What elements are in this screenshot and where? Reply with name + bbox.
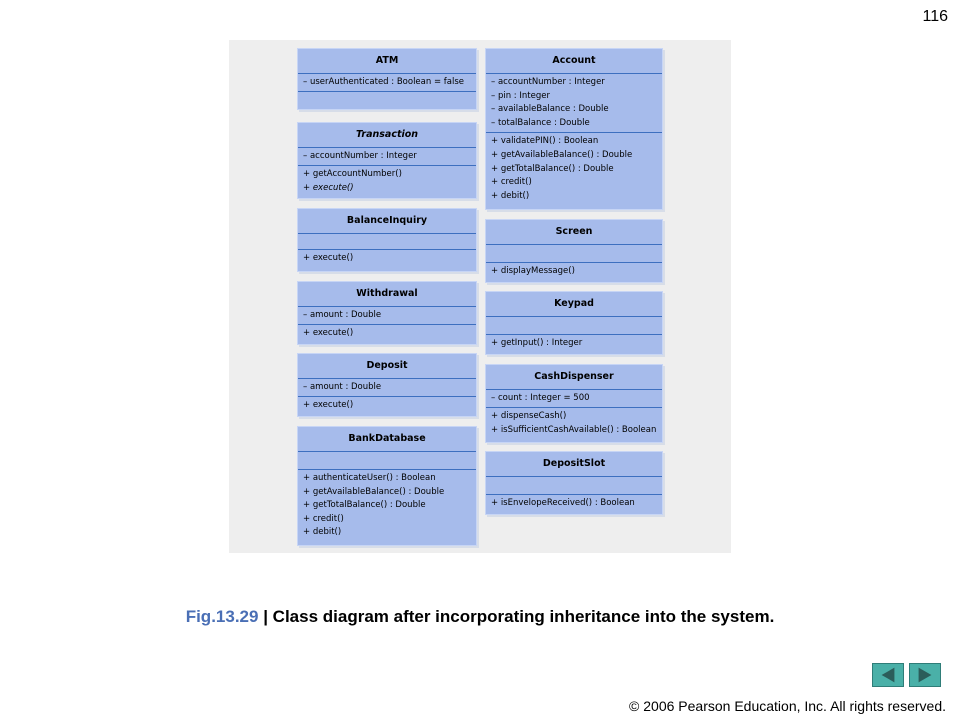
attributes: – userAuthenticated : Boolean = false xyxy=(298,73,476,91)
operations xyxy=(298,91,476,108)
operation: + getTotalBalance() : Double xyxy=(491,163,614,174)
attributes xyxy=(298,233,476,249)
next-slide-button[interactable] xyxy=(909,663,941,687)
operations: + getAccountNumber() + execute() xyxy=(298,165,476,197)
operations: + validatePIN() : Boolean + getAvailable… xyxy=(486,132,662,205)
operation: + dispenseCash() xyxy=(491,411,567,421)
operation: + authenticateUser() : Boolean xyxy=(303,473,436,483)
operation: + execute() xyxy=(303,253,354,263)
operation: + getAccountNumber() xyxy=(303,169,402,179)
class-name: BalanceInquiry xyxy=(346,215,428,226)
operation: + getAvailableBalance() : Double xyxy=(303,486,445,497)
class-name: DepositSlot xyxy=(542,458,606,469)
class-cash-dispenser: CashDispenser – count : Integer = 500 + … xyxy=(485,364,663,443)
operations: + getInput() : Integer xyxy=(486,334,662,353)
class-name: BankDatabase xyxy=(348,433,426,444)
operations: + dispenseCash() + isSufficientCashAvail… xyxy=(486,407,662,439)
class-bank-database: BankDatabase + authenticateUser() : Bool… xyxy=(297,426,477,546)
operation: + debit() xyxy=(303,527,342,538)
attributes xyxy=(298,451,476,469)
operation: + execute() xyxy=(303,400,354,410)
caption-separator: | xyxy=(258,607,273,626)
class-name: Keypad xyxy=(554,298,594,309)
operation: + credit() xyxy=(303,513,344,524)
operations: + execute() xyxy=(298,396,476,415)
operation: + debit() xyxy=(491,190,530,201)
attribute: – userAuthenticated : Boolean = false xyxy=(303,77,464,87)
attribute: – amount : Double xyxy=(303,310,382,320)
operations: + authenticateUser() : Boolean + getAvai… xyxy=(298,469,476,542)
copyright-footer: © 2006 Pearson Education, Inc. All right… xyxy=(629,698,946,714)
left-triangle-icon xyxy=(881,667,895,683)
attributes xyxy=(486,476,662,494)
class-deposit-slot: DepositSlot + isEnvelopeReceived() : Boo… xyxy=(485,451,663,515)
attributes: – accountNumber : Integer xyxy=(298,147,476,165)
operation: + getInput() : Integer xyxy=(491,338,583,348)
operations: + execute() xyxy=(298,249,476,268)
operation: + execute() xyxy=(303,182,354,193)
class-keypad: Keypad + getInput() : Integer xyxy=(485,291,663,355)
class-withdrawal: Withdrawal – amount : Double + execute() xyxy=(297,281,477,345)
right-triangle-icon xyxy=(918,667,932,683)
operation: + isEnvelopeReceived() : Boolean xyxy=(491,498,635,508)
attribute: – count : Integer = 500 xyxy=(491,393,590,403)
class-atm: ATM – userAuthenticated : Boolean = fals… xyxy=(297,48,477,110)
class-deposit: Deposit – amount : Double + execute() xyxy=(297,353,477,417)
operation: + isSufficientCashAvailable() : Boolean xyxy=(491,424,657,435)
attributes xyxy=(486,244,662,262)
attribute: – availableBalance : Double xyxy=(491,104,609,115)
attributes xyxy=(486,316,662,334)
attribute: – accountNumber : Integer xyxy=(303,151,417,161)
operation: + credit() xyxy=(491,177,532,188)
class-name: Screen xyxy=(555,226,593,237)
class-name: CashDispenser xyxy=(534,371,614,382)
copyright-text: 2006 Pearson Education, Inc. All rights … xyxy=(639,698,946,714)
class-name: Transaction xyxy=(355,129,419,140)
operations: + displayMessage() xyxy=(486,262,662,281)
attributes: – accountNumber : Integer – pin : Intege… xyxy=(486,73,662,132)
class-screen: Screen + displayMessage() xyxy=(485,219,663,283)
class-diagram: ATM – userAuthenticated : Boolean = fals… xyxy=(229,40,731,553)
operations: + execute() xyxy=(298,324,476,343)
class-name: Account xyxy=(552,55,596,66)
caption-text: Class diagram after incorporating inheri… xyxy=(272,607,775,626)
attributes: – amount : Double xyxy=(298,378,476,396)
operation: + execute() xyxy=(303,328,354,338)
attribute: – pin : Integer xyxy=(491,90,550,101)
figure-caption: Fig.13.29 | Class diagram after incorpor… xyxy=(0,607,960,627)
attributes: – amount : Double xyxy=(298,306,476,324)
attributes: – count : Integer = 500 xyxy=(486,389,662,407)
class-balance-inquiry: BalanceInquiry + execute() xyxy=(297,208,477,272)
class-name: Deposit xyxy=(366,360,408,371)
figure-label: Fig.13.29 xyxy=(185,607,259,626)
previous-slide-button[interactable] xyxy=(872,663,904,687)
class-account: Account – accountNumber : Integer – pin … xyxy=(485,48,663,210)
operation: + validatePIN() : Boolean xyxy=(491,136,599,147)
attribute: – accountNumber : Integer xyxy=(491,77,605,87)
operation: + getTotalBalance() : Double xyxy=(303,500,426,511)
copyright-symbol: © xyxy=(629,698,640,714)
operations: + isEnvelopeReceived() : Boolean xyxy=(486,494,662,513)
attribute: – totalBalance : Double xyxy=(491,117,590,128)
class-transaction: Transaction – accountNumber : Integer + … xyxy=(297,122,477,199)
class-name: ATM xyxy=(375,55,399,66)
class-name: Withdrawal xyxy=(356,288,418,299)
attribute: – amount : Double xyxy=(303,382,382,392)
operation: + displayMessage() xyxy=(491,266,575,276)
page-number: 116 xyxy=(922,8,948,25)
operation: + getAvailableBalance() : Double xyxy=(491,149,633,160)
